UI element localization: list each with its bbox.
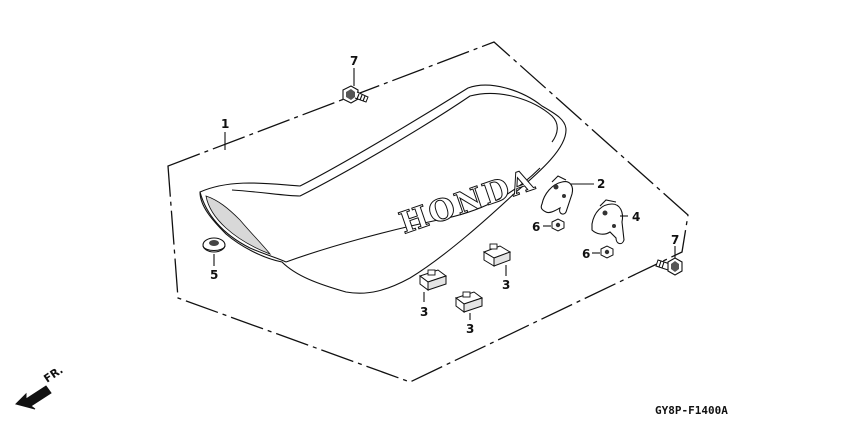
assembly-boundary xyxy=(167,41,689,383)
drawing-code: GY8P-F1400A xyxy=(655,404,728,417)
callout-nut-2: 6 xyxy=(582,247,590,261)
callout-nut-1: 6 xyxy=(532,220,540,234)
grommet-icon xyxy=(202,237,226,253)
callout-cushion-1: 3 xyxy=(420,305,428,319)
seat-brand-logo: HONDA xyxy=(395,162,540,241)
callout-bracket-b: 4 xyxy=(632,210,640,224)
bracket-2-icon xyxy=(540,175,574,215)
bolt-right-icon xyxy=(655,257,683,276)
callout-bolt-right: 7 xyxy=(671,233,679,247)
callout-bracket-a: 2 xyxy=(597,177,605,191)
bracket-4-icon xyxy=(591,199,625,245)
cushion-1-icon xyxy=(418,269,448,291)
callout-grommet: 5 xyxy=(210,268,218,282)
nut-2-icon xyxy=(600,245,614,259)
front-direction-arrow-icon xyxy=(15,385,52,410)
callout-bolt-top: 7 xyxy=(350,54,358,68)
front-marker-label: FR. xyxy=(41,363,65,385)
callout-cushion-2: 3 xyxy=(502,278,510,292)
callout-cushion-3: 3 xyxy=(466,322,474,336)
callout-seat: 1 xyxy=(221,117,229,131)
nut-1-icon xyxy=(551,218,565,232)
bolt-top-icon xyxy=(342,85,369,104)
seat: HONDA xyxy=(199,84,567,294)
cushion-2-icon xyxy=(482,243,512,267)
cushion-3-icon xyxy=(454,291,484,313)
